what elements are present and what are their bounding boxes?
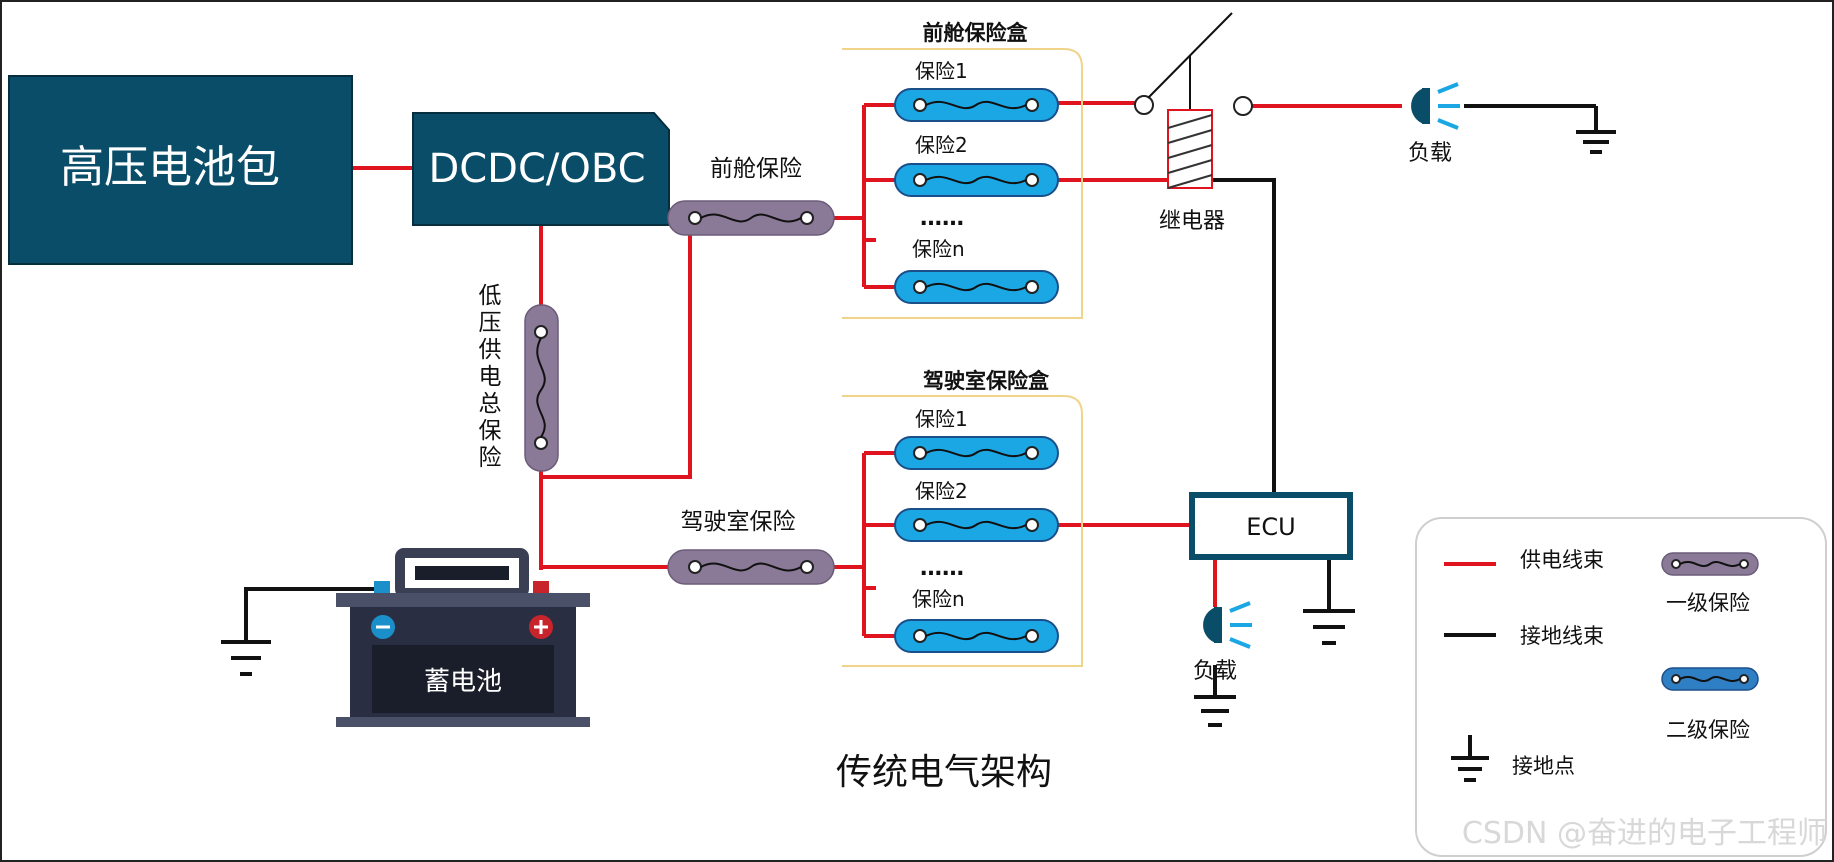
dcdc-obc-module [412,112,670,226]
front-fuse-n [894,270,1059,304]
legend-ground-label: 接地线束 [1520,624,1604,648]
cab-fuse-ellipsis: …… [920,556,964,581]
diagram-caption: 传统电气架构 [836,752,1052,793]
front-fuse-1-label: 保险1 [915,59,968,83]
battery-label: 蓄电池 [424,667,502,697]
cab-fuse-1-label: 保险1 [915,407,968,431]
lv-fuse-char: 电 [479,364,502,390]
cab-fuse-2-label: 保险2 [915,479,968,503]
lv-fuse-char: 压 [479,310,502,336]
ground-icon [1303,609,1355,645]
legend-level1-fuse-label: 一级保险 [1666,591,1750,615]
lv-fuse-char: 保 [479,418,502,444]
cab-fuse-1 [894,436,1059,470]
lv-main-fuse-label: 低 压 供 电 总 保 险 [479,283,502,471]
legend-level2-fuse-label: 二级保险 [1666,718,1750,742]
ground-icon [221,640,271,676]
lv-fuse-char: 供 [479,337,502,363]
front-fuse-2 [894,163,1059,197]
front-fuse-2-label: 保险2 [915,133,968,157]
ecu-label: ECU [1246,513,1296,541]
legend-ground-point-label: 接地点 [1512,754,1575,778]
ground-wires [244,104,1598,695]
front-fuse [667,200,835,236]
cab-fuse-2 [894,508,1059,542]
cab-fuse-box-title: 驾驶室保险盒 [923,369,1050,393]
cab-fuse-label: 驾驶室保险 [681,509,796,535]
watermark: CSDN @奋进的电子工程师 [1462,816,1827,851]
power-wires [352,101,1402,638]
front-fuse-box-border [842,48,1083,319]
legend-level2-fuse-swatch [1661,667,1759,691]
relay [1134,12,1253,189]
cab-fuse [667,549,835,585]
battery [336,548,590,727]
lv-fuse-char: 低 [479,283,502,309]
ground-icon [1451,735,1489,782]
lv-main-fuse [524,304,559,472]
dcdc-label: DCDC/OBC [428,146,645,192]
hv-battery-label: 高压电池包 [60,142,280,193]
ecu-module [1189,492,1353,560]
cab-fuse-n [894,619,1059,653]
front-fuse-n-label: 保险n [912,237,965,261]
front-fuse-1 [894,88,1059,122]
lv-fuse-char: 总 [479,391,502,417]
lv-fuse-char: 险 [479,445,502,471]
legend-level1-fuse-swatch [1661,552,1759,576]
lamp-icon [1203,601,1252,649]
hv-battery-pack [8,75,353,265]
load-top-label: 负载 [1408,141,1452,166]
front-fuse-box-title: 前舱保险盒 [923,21,1029,45]
cab-fuse-n-label: 保险n [912,587,965,611]
load-bottom-label: 负载 [1193,659,1237,684]
cab-fuse-box-border [842,395,1083,667]
front-fuse-label: 前舱保险 [710,156,802,182]
legend-box [1415,517,1827,857]
front-fuse-ellipsis: …… [920,206,964,231]
ground-icon [1576,130,1616,154]
ground-icon [1194,695,1236,727]
lamp-icon [1411,82,1460,130]
relay-label: 继电器 [1159,209,1225,234]
legend-power-label: 供电线束 [1520,548,1604,572]
